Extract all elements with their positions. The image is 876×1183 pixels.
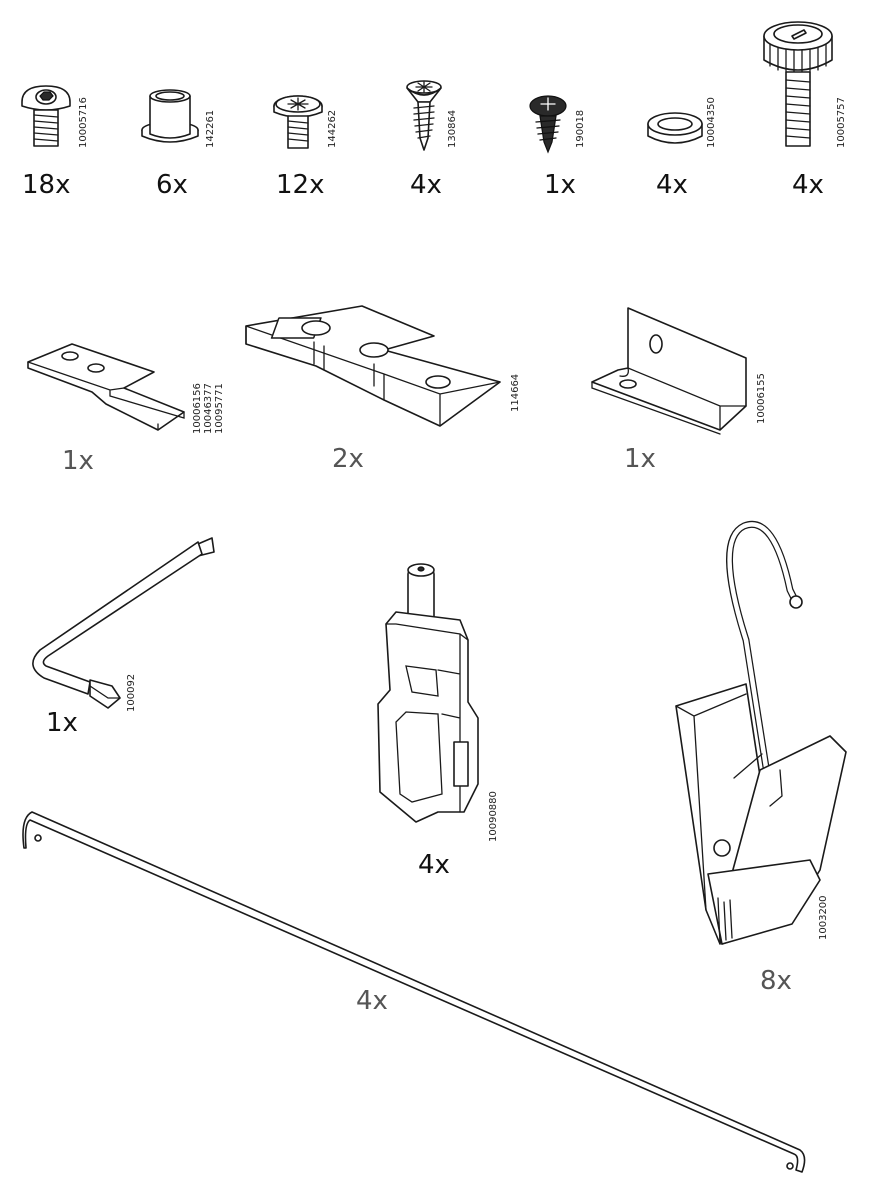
rod-holder-part <box>376 562 484 830</box>
part-code-label: 142261 <box>205 109 216 148</box>
rod-icon <box>22 811 806 1173</box>
screw-pan-quantity: 12x <box>276 170 325 200</box>
wood-screw-icon <box>406 80 442 151</box>
angle-bracket-icon <box>591 307 747 435</box>
sleeve-quantity: 6x <box>156 170 188 200</box>
wood-screw-quantity: 4x <box>410 170 442 200</box>
clip-hook-quantity: 8x <box>760 966 792 996</box>
sleeve-icon <box>141 89 199 143</box>
angle-bracket-part <box>590 306 752 435</box>
clip-hook-part <box>674 520 854 960</box>
allen-key-quantity: 1x <box>46 708 78 738</box>
screw-pan-icon <box>273 95 323 149</box>
connector-block-part <box>244 304 504 432</box>
clip-hook-icon <box>675 520 847 945</box>
connector-block-icon <box>245 305 501 427</box>
flat-bracket-quantity: 1x <box>62 446 94 476</box>
rod-holder-icon <box>377 563 479 823</box>
tapping-screw-quantity: 1x <box>544 170 576 200</box>
wood-screw-part <box>404 80 444 152</box>
rod-holder-quantity: 4x <box>418 850 450 880</box>
connector-block-quantity: 2x <box>332 444 364 474</box>
part-code-label: 130864 <box>447 109 458 148</box>
thumb-screw-part <box>760 14 836 154</box>
part-code-label: 190018 <box>575 109 586 148</box>
screw-pan-part <box>270 94 326 152</box>
allen-key-icon <box>32 537 215 709</box>
flat-bracket-part <box>26 342 186 434</box>
washer-quantity: 4x <box>656 170 688 200</box>
part-code-label: 10005757 <box>836 97 847 148</box>
part-code-label: 144262 <box>327 109 338 148</box>
part-code-label: 10004350 <box>706 97 717 148</box>
washer-part <box>646 110 704 150</box>
sleeve-part <box>140 89 200 150</box>
thumb-screw-quantity: 4x <box>792 170 824 200</box>
angle-bracket-quantity: 1x <box>624 444 656 474</box>
rod-quantity: 4x <box>356 986 388 1016</box>
part-code-label: 10006155 <box>756 373 767 424</box>
allen-key-part <box>28 537 218 710</box>
flat-bracket-icon <box>27 343 185 431</box>
part-code-label: 10005716 <box>78 97 89 148</box>
part-code-label: 10006156 10046377 10095771 <box>192 383 225 434</box>
washer-icon <box>647 112 703 144</box>
tapping-screw-icon <box>529 95 567 154</box>
part-code-label: 114664 <box>510 373 521 412</box>
rod-part <box>22 808 812 1178</box>
part-code-label: 100092 <box>126 673 137 712</box>
part-code-label: 1003200 <box>818 895 829 940</box>
thumb-screw-icon <box>763 21 833 147</box>
bolt-hex-icon <box>21 85 71 147</box>
bolt-hex-part <box>18 84 78 154</box>
tapping-screw-part <box>528 94 568 154</box>
bolt-hex-quantity: 18x <box>22 170 71 200</box>
